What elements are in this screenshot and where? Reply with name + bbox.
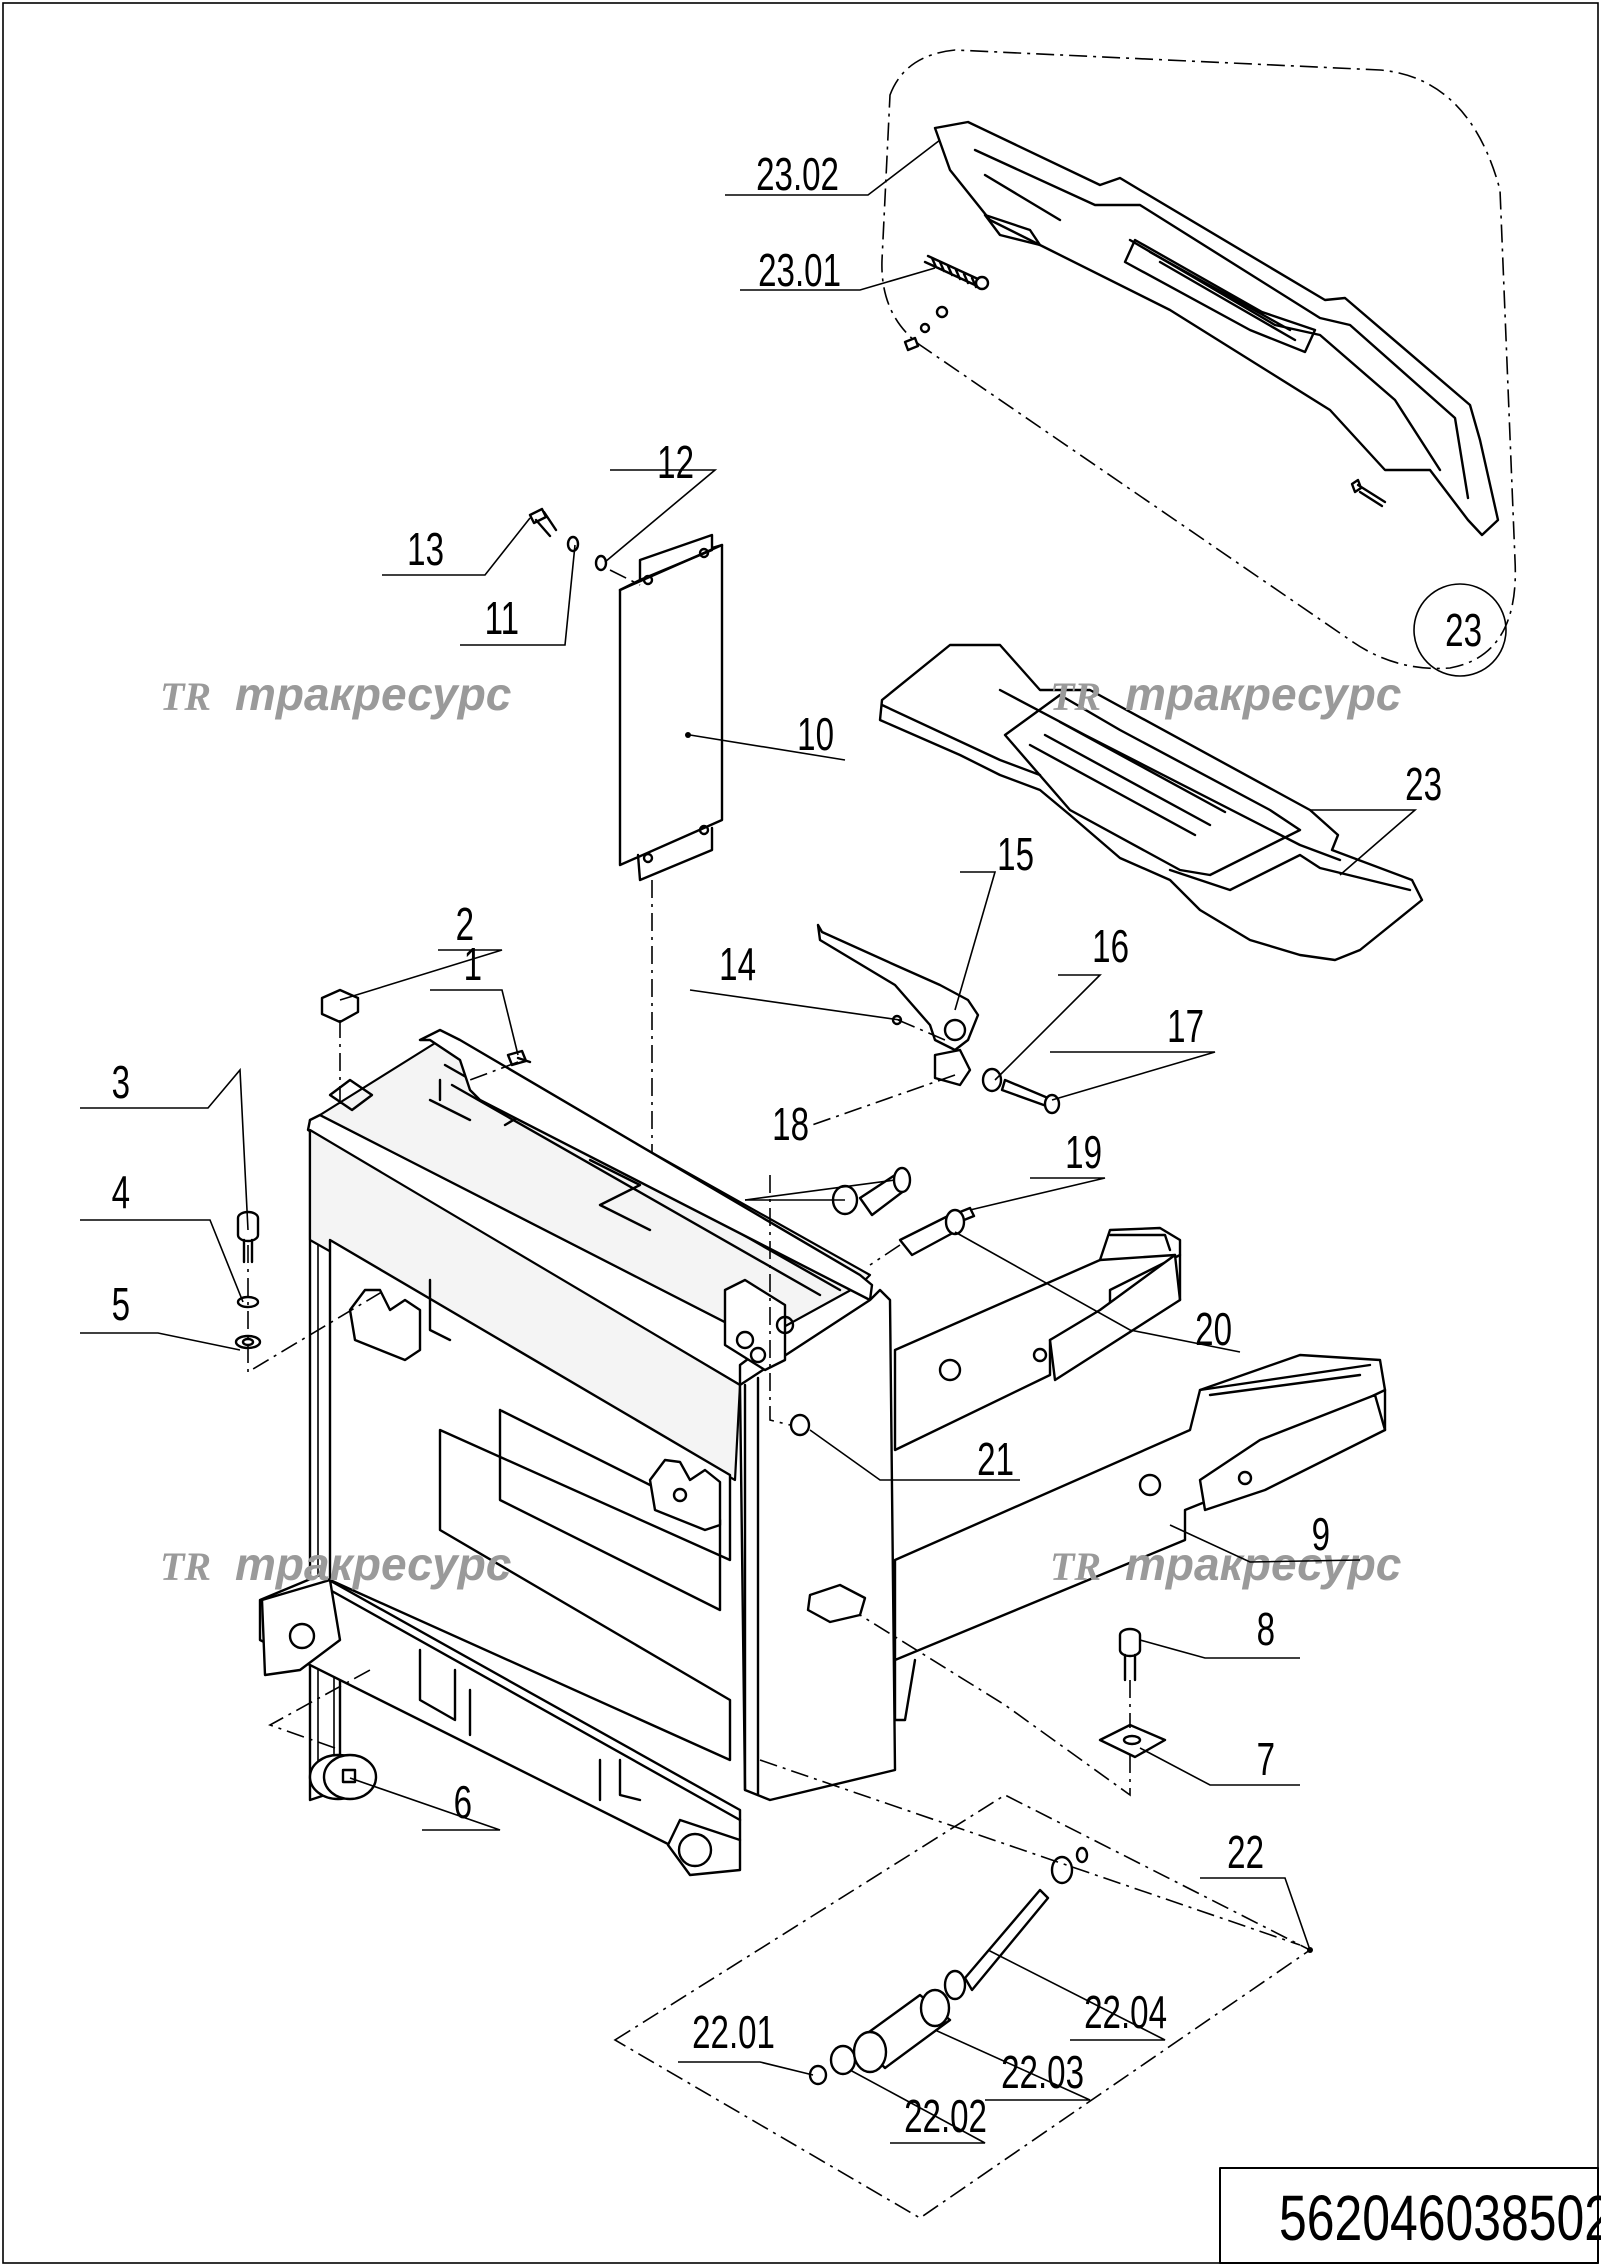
screw-23-01: [903, 336, 920, 352]
callout-22-01: 22.01: [692, 2008, 775, 2058]
bearing-22-02: [829, 2044, 857, 2076]
step-plate-23-02-inner: [973, 148, 1470, 500]
callout-6: 6: [454, 1778, 472, 1828]
center-lines: [247, 1019, 1301, 1946]
svg-text:тракресурс: тракресурс: [1125, 1538, 1401, 1590]
frame-left-lug: [260, 1578, 342, 1677]
svg-text:тракресурс: тракресурс: [235, 1538, 511, 1590]
pin-23: [1350, 478, 1387, 508]
ball-14: [891, 1014, 903, 1026]
callout-7: 7: [1257, 1735, 1275, 1785]
callout-13: 13: [407, 525, 444, 575]
frame-assembly: [258, 1028, 897, 1877]
watermark-1: TR тракресурс: [160, 668, 511, 720]
leader-lines: [80, 139, 1418, 2144]
bushing-16: [981, 1067, 1003, 1093]
callout-22-04: 22.04: [1084, 1988, 1167, 2038]
callout-18: 18: [772, 1100, 809, 1150]
frame-left-panel: [328, 1238, 732, 1762]
detail-23-marker: [1413, 583, 1507, 677]
block-2: [320, 988, 360, 1024]
nut-21: [789, 1413, 811, 1437]
callout-4: 4: [112, 1168, 130, 1218]
callout-23-02: 23.02: [756, 150, 839, 200]
lever-15-block: [933, 1048, 972, 1087]
washer-4: [236, 1295, 260, 1309]
watermark-3: TR тракресурс: [160, 1538, 511, 1590]
callout-20: 20: [1195, 1305, 1232, 1355]
cover-plate-10: [618, 533, 724, 882]
axle-22-04: [943, 1846, 1089, 2001]
callout-15: 15: [997, 830, 1034, 880]
callout-labels: 23.02 23.01 13 12 11 10 23 2 1 15 14 16 …: [112, 150, 1482, 2142]
step-plate-23-02-tread: [1123, 238, 1317, 354]
drawing-number-box: 562046038502: [1219, 2167, 1601, 2264]
callout-3: 3: [112, 1058, 130, 1108]
callout-17: 17: [1167, 1002, 1204, 1052]
axis-line-10: [609, 569, 653, 1265]
svg-text:TR: TR: [160, 1544, 211, 1589]
frame-top-face: [308, 1128, 742, 1482]
step-23: [878, 643, 1424, 962]
step-plate-23-02-slot: [983, 213, 1042, 247]
callout-23-01: 23.01: [758, 246, 841, 296]
guide-block-left: [348, 1288, 422, 1362]
step-plate-23-02: [933, 120, 1500, 537]
frame-bottom-roller: [666, 1818, 742, 1877]
callout-22-02: 22.02: [904, 2092, 987, 2142]
bolt-8: [1118, 1627, 1142, 1658]
shaft-18: [831, 1166, 912, 1217]
drawing-number: 562046038502: [1279, 2183, 1601, 2254]
callout-22: 22: [1227, 1828, 1264, 1878]
svg-text:тракресурс: тракресурс: [235, 668, 511, 720]
callout-16: 16: [1092, 922, 1129, 972]
callout-21: 21: [977, 1435, 1014, 1485]
detail-23-group: [881, 49, 1517, 677]
bolt-13: [528, 507, 558, 538]
roller-6: [308, 1753, 378, 1801]
svg-text:тракресурс: тракресурс: [1125, 668, 1401, 720]
callout-19: 19: [1065, 1128, 1102, 1178]
callout-2: 2: [456, 900, 474, 950]
fork-arms-9: [893, 1226, 1387, 1722]
svg-text:TR: TR: [1050, 1544, 1101, 1589]
callout-1: 1: [464, 940, 482, 990]
callout-8: 8: [1257, 1605, 1275, 1655]
callout-10: 10: [797, 710, 834, 760]
sleeve-22-03: [852, 1988, 952, 2074]
callout-12: 12: [657, 438, 694, 488]
detail-23-label: 23: [1445, 606, 1482, 656]
step-23-tread: [1003, 693, 1302, 877]
bolt-1: [506, 1049, 532, 1067]
washer-23-01b: [919, 322, 931, 334]
step-23-top-edge: [880, 688, 1342, 862]
svg-text:TR: TR: [1050, 674, 1101, 719]
spring-23-01: [923, 254, 980, 289]
callout-5: 5: [112, 1280, 130, 1330]
callout-23a: 23: [1405, 760, 1442, 810]
frame-right-side-plate: [738, 1288, 897, 1802]
watermark-2: TR тракресурс: [1050, 668, 1401, 720]
fork-arm-upper: [893, 1226, 1182, 1452]
step-23-group: [878, 643, 1424, 962]
washer-11: [594, 554, 608, 572]
callout-22-03: 22.03: [1001, 2048, 1084, 2098]
callout-11: 11: [485, 594, 519, 644]
spring-23-01-end: [974, 275, 990, 291]
washer-12: [566, 535, 580, 553]
callout-9: 9: [1312, 1510, 1330, 1560]
step-23-ramp: [1168, 853, 1412, 892]
washer-23-01a: [935, 305, 949, 319]
lever-15: [816, 923, 980, 1052]
plate-7: [1098, 1723, 1167, 1759]
svg-text:TR: TR: [160, 674, 211, 719]
callout-14: 14: [719, 940, 756, 990]
fork-arm-upper-pad: [1048, 1253, 1182, 1382]
watermark-4: TR тракресурс: [1050, 1538, 1401, 1590]
